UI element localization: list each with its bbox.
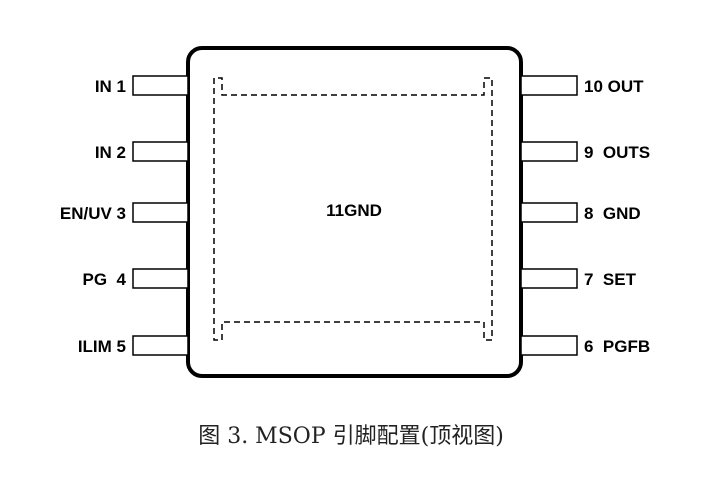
pin-label: 6 PGFB [584,337,650,356]
left-pin-5: ILIM 5 [78,335,189,356]
pin-label: IN 2 [95,143,126,162]
pin-lead [132,141,189,162]
pin-label: IN 1 [95,77,126,96]
left-pin-4: PG 4 [83,268,189,289]
pin-lead [132,75,189,96]
pin-lead [520,75,578,96]
right-pin-6: 6 PGFB [520,335,650,356]
pin-label: PG 4 [83,270,127,289]
pin-label: 7 SET [584,270,637,289]
pin-label: EN/UV 3 [60,204,126,223]
pin-label: 10 OUT [584,77,644,96]
pin-label: 8 GND [584,204,641,223]
exposed-pad-outline [213,77,493,341]
right-pin-7: 7 SET [520,268,637,289]
right-pin-8: 8 GND [520,202,641,223]
pin-lead [520,202,578,223]
pin-label: 9 OUTS [584,143,650,162]
right-pin-9: 9 OUTS [520,141,650,162]
pin-label: ILIM 5 [78,337,126,356]
pin-lead [132,202,189,223]
right-pin-10: 10 OUT [520,75,644,96]
pin-lead [132,268,189,289]
pin-lead [520,268,578,289]
center-label: 11GND [326,201,382,220]
pin-lead [520,141,578,162]
pin-lead [132,335,189,356]
left-pin-2: IN 2 [95,141,189,162]
left-pin-1: IN 1 [95,75,189,96]
figure-caption: 图 3. MSOP 引脚配置(顶视图) [198,424,504,449]
left-pin-3: EN/UV 3 [60,202,189,223]
pin-lead [520,335,578,356]
